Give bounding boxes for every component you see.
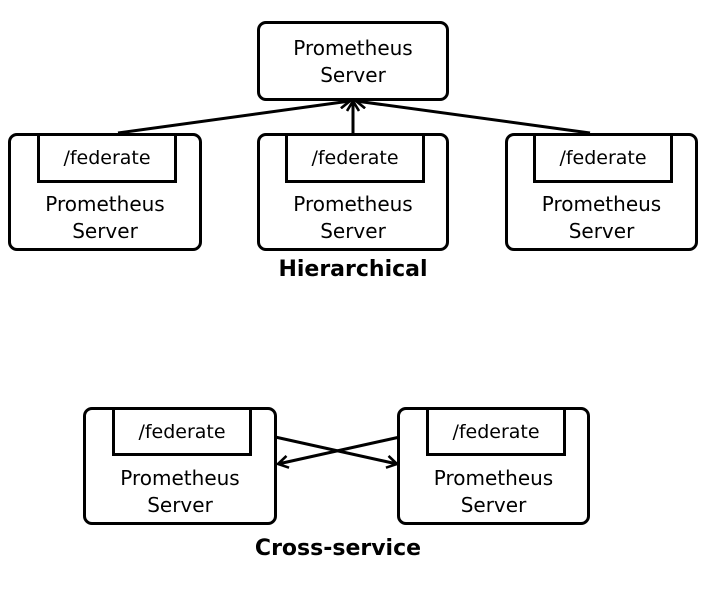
cross-service-caption: Cross-service xyxy=(254,536,422,561)
child-prometheus-server-3: /federate Prometheus Server xyxy=(505,133,698,251)
federate-endpoint: /federate xyxy=(37,136,177,183)
server-label: Prometheus Server xyxy=(293,36,413,87)
server-label: Prometheus Server xyxy=(293,192,413,243)
server-label: Prometheus Server xyxy=(433,466,554,517)
server-label: Prometheus Server xyxy=(120,466,240,517)
cross-service-server-left: /federate Prometheus Server xyxy=(83,407,277,525)
cross-service-server-right: /federate Prometheus Server xyxy=(397,407,590,525)
federate-endpoint: /federate xyxy=(112,410,252,456)
child-prometheus-server-1: /federate Prometheus Server xyxy=(8,133,202,251)
server-label: Prometheus Server xyxy=(541,192,662,243)
hierarchical-caption: Hierarchical xyxy=(278,257,428,282)
federate-endpoint: /federate xyxy=(533,136,673,183)
top-prometheus-server: Prometheus Server xyxy=(257,21,449,101)
arrow-left-child-to-top xyxy=(117,101,350,135)
arrow-right-child-to-top xyxy=(356,101,591,135)
child-prometheus-server-2: /federate Prometheus Server xyxy=(257,133,449,251)
server-label: Prometheus Server xyxy=(45,192,165,243)
federate-endpoint: /federate xyxy=(426,410,566,456)
federate-endpoint: /federate xyxy=(285,136,425,183)
